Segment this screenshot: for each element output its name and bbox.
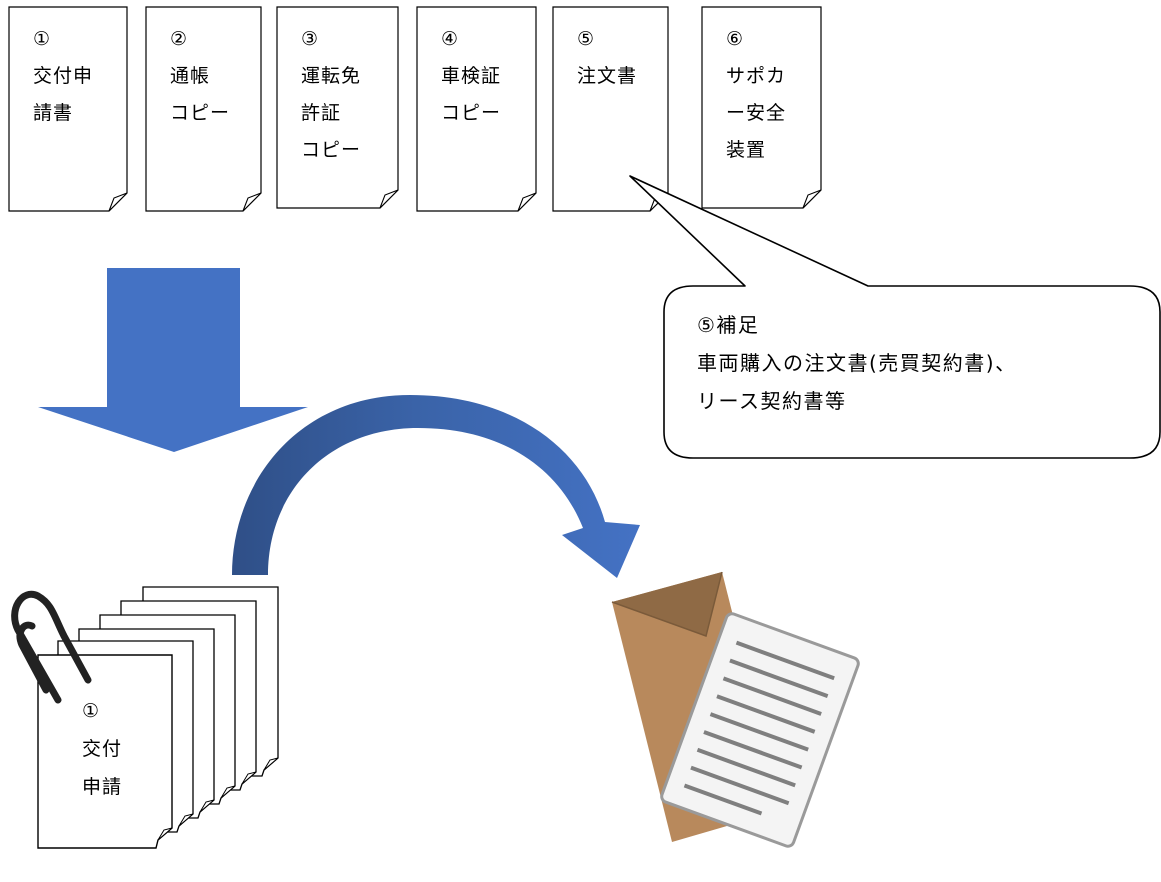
stack-line: 申請 [82,776,123,798]
callout-line: リース契約書等 [697,389,847,413]
doc-line: ー安全 [726,102,787,124]
stacked-documents [37,586,279,849]
doc-line: サポカ [726,65,787,87]
doc-line: 許証 [301,102,342,124]
envelope-icon [611,571,860,848]
callout-line: 車両購入の注文書(売買契約書)、 [697,351,1017,375]
callout-title: ⑤補足 [697,313,760,337]
document-card-3 [276,6,399,209]
document-card-2 [145,6,262,212]
stack-front-text: ① 交付 申請 [82,692,122,806]
doc-line: ① [33,28,52,50]
down-arrow [38,268,308,452]
document-card-4 [416,6,537,212]
doc-line: 運転免 [301,65,362,87]
doc-line: コピー [441,102,502,124]
doc-line: 交付申 [33,65,94,87]
stack-line: 交付 [82,738,123,760]
doc-line: ⑤ [577,28,596,50]
callout-bubble [629,175,1161,459]
doc-line: ② [170,28,189,50]
doc-line: ⑥ [726,28,745,50]
document-card-1 [8,6,128,212]
doc-line: コピー [170,102,231,124]
doc-line: 注文書 [577,65,638,87]
doc-line: コピー [301,139,362,161]
doc-line: 通帳 [170,65,211,87]
doc-line: 請書 [33,102,74,124]
paperclip-icon [11,590,92,704]
curved-arrow [232,395,640,578]
stack-line: ① [82,700,101,722]
doc-line: ④ [441,28,460,50]
document-card-6 [701,6,822,209]
callout-text: ⑤補足 車両購入の注文書(売買契約書)、 リース契約書等 [697,306,1147,420]
doc-line: ③ [301,28,320,50]
doc-line: 車検証 [441,65,502,87]
doc-line: 装置 [726,139,767,161]
